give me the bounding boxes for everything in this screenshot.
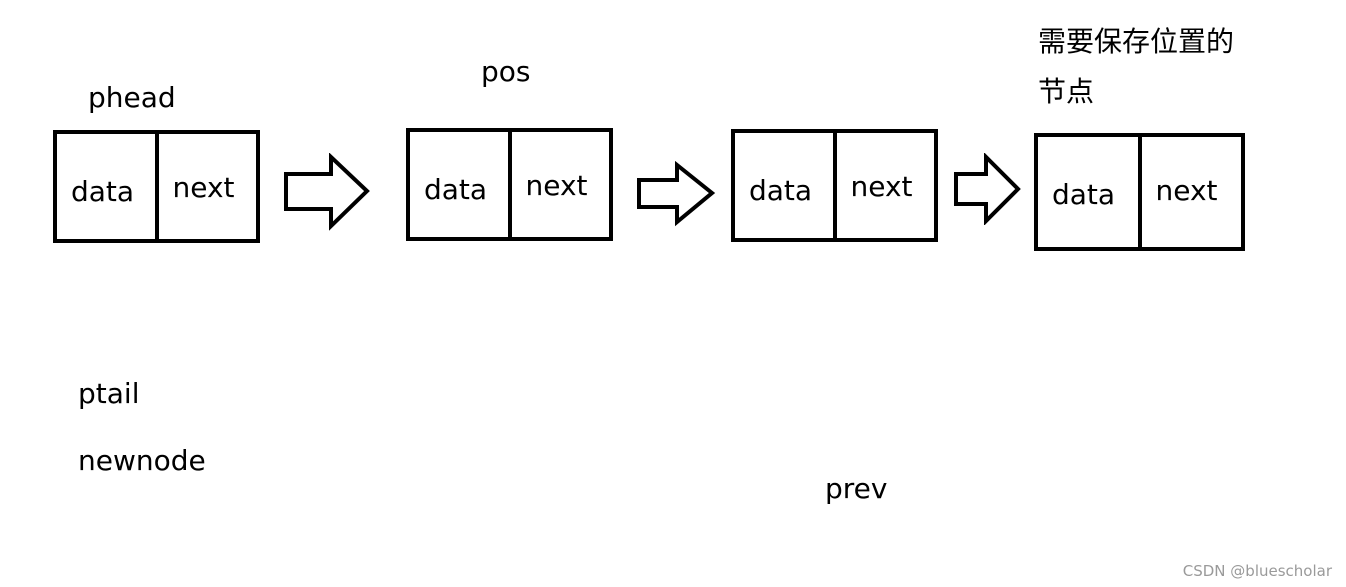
list-node-2: data next xyxy=(406,128,613,241)
link-arrow-icon xyxy=(954,153,1021,225)
node-next-field: next xyxy=(832,133,935,238)
ptail-label: ptail xyxy=(78,377,140,410)
node-next-field: next xyxy=(1137,137,1242,247)
node-next-text: next xyxy=(172,171,235,204)
watermark-text: CSDN @bluescholar xyxy=(1182,562,1332,580)
list-node-3: data next xyxy=(731,129,938,242)
node-next-text: next xyxy=(850,170,913,203)
node-data-field: data xyxy=(410,132,508,237)
link-arrow-icon xyxy=(637,161,716,227)
node-data-field: data xyxy=(1038,137,1138,247)
save-node-label-line2: 节点 xyxy=(1038,75,1095,108)
link-arrow-icon xyxy=(284,153,370,231)
phead-label: phead xyxy=(88,81,176,114)
node-data-field: data xyxy=(57,134,155,239)
newnode-label: newnode xyxy=(78,444,206,477)
node-next-text: next xyxy=(525,169,588,202)
save-node-label-line1: 需要保存位置的 xyxy=(1038,25,1235,58)
save-node-label: 需要保存位置的 节点 xyxy=(1038,17,1234,117)
node-data-text: data xyxy=(749,174,813,207)
list-node-1: data next xyxy=(53,130,260,243)
node-data-text: data xyxy=(71,175,135,208)
pos-label: pos xyxy=(481,55,531,88)
node-data-text: data xyxy=(1052,178,1116,211)
prev-label: prev xyxy=(825,472,888,505)
node-next-text: next xyxy=(1155,174,1218,207)
node-data-text: data xyxy=(424,173,488,206)
list-node-4: data next xyxy=(1034,133,1245,251)
node-data-field: data xyxy=(735,133,833,238)
node-next-field: next xyxy=(507,132,610,237)
node-next-field: next xyxy=(154,134,257,239)
